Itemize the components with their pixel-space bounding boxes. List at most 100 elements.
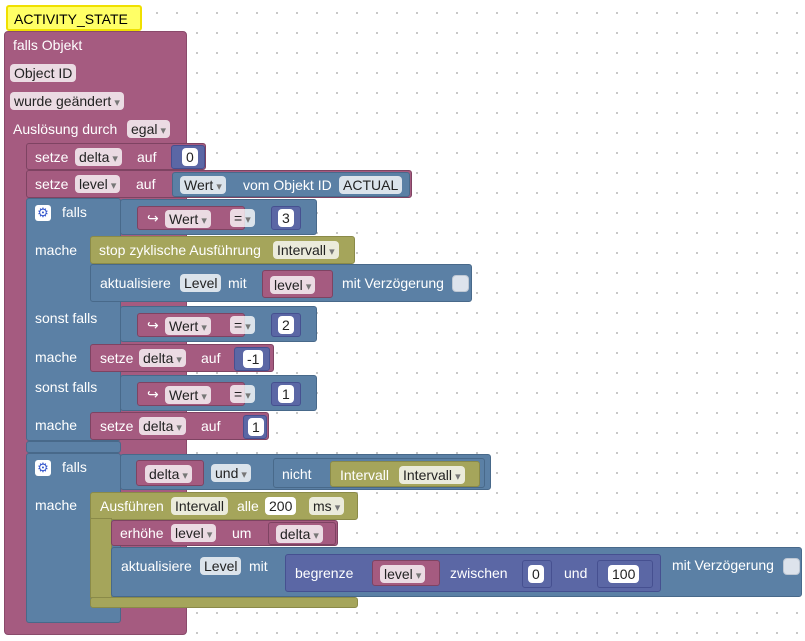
arrow-icon: ↪ <box>147 210 159 226</box>
if-block-1-bottom <box>26 441 121 453</box>
gear-icon[interactable]: ⚙ <box>35 460 51 476</box>
number-block[interactable]: 1 <box>243 415 267 439</box>
interval-value[interactable]: 200 <box>265 497 297 515</box>
falls-label: falls <box>62 459 87 475</box>
number-value[interactable]: 1 <box>278 385 294 403</box>
wert-dropdown[interactable]: Wert <box>165 386 211 404</box>
min-value[interactable]: 0 <box>528 565 544 583</box>
vom-objekt-label: vom Objekt ID <box>243 177 332 193</box>
number-value[interactable]: 0 <box>182 148 198 166</box>
mit-label: mit <box>249 558 268 574</box>
eq-dropdown[interactable]: = <box>230 209 255 227</box>
compare-block-1[interactable]: ↪ Wert = 3 <box>120 199 317 235</box>
interval-var-block[interactable]: Intervall Intervall <box>330 461 480 487</box>
number-block[interactable]: 1 <box>271 382 301 406</box>
arrow-icon: ↪ <box>147 386 159 402</box>
wert-block[interactable]: ↪ Wert <box>137 206 245 230</box>
setze-label: setze <box>100 418 134 434</box>
eq-dropdown[interactable]: = <box>230 316 255 334</box>
clamp-block[interactable]: begrenze level zwischen 0 und 100 <box>285 554 661 592</box>
set-delta-block-2[interactable]: setze delta auf -1 <box>90 344 274 372</box>
number-value[interactable]: -1 <box>243 350 264 368</box>
setze-label: setze <box>100 350 134 366</box>
compare-block-2[interactable]: ↪ Wert = 2 <box>120 306 317 342</box>
run-interval-block[interactable]: Ausführen Intervall alle 200 ms <box>90 492 358 520</box>
number-value[interactable]: 1 <box>248 418 264 436</box>
sonst-falls-label: sonst falls <box>35 310 98 326</box>
hat-text: ACTIVITY_STATE <box>14 11 128 27</box>
delta-var-block[interactable]: delta <box>136 460 204 486</box>
stop-interval-block[interactable]: stop zyklische Ausführung Intervall <box>90 236 355 264</box>
object-id-actual[interactable]: ACTUAL <box>339 176 403 194</box>
auf-label: auf <box>201 418 221 434</box>
wert-block[interactable]: ↪ Wert <box>137 313 245 337</box>
stop-label: stop zyklische Ausführung <box>99 242 261 258</box>
wert-dropdown[interactable]: Wert <box>165 210 211 228</box>
increment-block[interactable]: erhöhe level um delta <box>111 520 338 546</box>
falls-objekt-label: falls Objekt <box>13 37 83 53</box>
delta-dropdown[interactable]: delta <box>139 417 186 435</box>
number-value[interactable]: 3 <box>278 209 294 227</box>
um-label: um <box>232 525 252 541</box>
get-value-block[interactable]: Wert vom Objekt ID ACTUAL <box>172 172 410 197</box>
number-block[interactable]: -1 <box>234 347 270 371</box>
wert-block[interactable]: ↪ Wert <box>137 382 245 406</box>
setze-label: setze <box>35 149 69 165</box>
intervall-dropdown[interactable]: Intervall <box>399 466 465 484</box>
if-block-1[interactable]: ⚙ falls mache sonst falls mache sonst fa… <box>26 198 121 441</box>
run-label: Ausführen <box>100 498 164 514</box>
run-interval-left <box>90 518 112 598</box>
number-value[interactable]: 2 <box>278 316 294 334</box>
max-block[interactable]: 100 <box>597 560 653 588</box>
gear-icon[interactable]: ⚙ <box>35 205 51 221</box>
auf-label: auf <box>201 350 221 366</box>
number-block[interactable]: 2 <box>271 313 301 337</box>
number-block[interactable]: 3 <box>271 206 301 230</box>
var-delta-dropdown[interactable]: delta <box>75 148 122 166</box>
update-label: aktualisiere <box>100 275 171 291</box>
update-block-1[interactable]: aktualisiere Level mit level mit Verzöge… <box>90 264 472 302</box>
mache-label: mache <box>35 242 78 258</box>
number-block[interactable]: 0 <box>171 145 205 169</box>
stop-var-dropdown[interactable]: Intervall <box>273 241 339 259</box>
object-id-field[interactable]: Object ID <box>10 64 77 82</box>
update-label: aktualisiere <box>121 558 192 574</box>
delta-var-block[interactable]: delta <box>268 522 336 545</box>
prop-wert-dropdown[interactable]: Wert <box>180 176 226 194</box>
inc-var-dropdown[interactable]: level <box>171 524 217 542</box>
update-target-field[interactable]: Level <box>200 557 242 575</box>
level-var-block[interactable]: level <box>262 270 333 298</box>
unit-dropdown[interactable]: ms <box>309 497 345 515</box>
trigger-hat-label[interactable]: ACTIVITY_STATE <box>6 5 142 31</box>
und-dropdown[interactable]: und <box>211 464 251 482</box>
mache-label: mache <box>35 497 78 513</box>
delta-dropdown[interactable]: delta <box>145 465 192 483</box>
not-block[interactable]: nicht Intervall Intervall <box>273 458 485 488</box>
set-delta-block[interactable]: setze delta auf 0 <box>26 143 206 170</box>
eq-dropdown[interactable]: = <box>230 385 255 403</box>
zwischen-label: zwischen <box>450 565 508 581</box>
min-block[interactable]: 0 <box>522 560 552 588</box>
run-var-field[interactable]: Intervall <box>171 497 229 515</box>
wert-dropdown[interactable]: Wert <box>165 317 211 335</box>
delay-checkbox[interactable] <box>452 275 469 292</box>
compare-block-3[interactable]: ↪ Wert = 1 <box>120 375 317 411</box>
delta-dropdown[interactable]: delta <box>139 349 186 367</box>
delay-checkbox[interactable] <box>783 558 800 575</box>
level-dropdown[interactable]: level <box>380 565 426 583</box>
update-target-field[interactable]: Level <box>180 274 222 292</box>
delay-label: mit Verzögerung <box>342 275 444 291</box>
change-type-dropdown[interactable]: wurde geändert <box>10 92 124 110</box>
max-value[interactable]: 100 <box>608 565 640 583</box>
set-level-block[interactable]: setze level auf Wert vom Objekt ID ACTUA… <box>26 170 412 198</box>
trigger-source-dropdown[interactable]: egal <box>127 120 171 138</box>
var-level-dropdown[interactable]: level <box>75 175 121 193</box>
level-var-block[interactable]: level <box>372 560 440 586</box>
level-dropdown[interactable]: level <box>270 276 316 294</box>
mache-label: mache <box>35 349 78 365</box>
delta-dropdown[interactable]: delta <box>276 525 323 543</box>
and-block[interactable]: delta und nicht Intervall Intervall <box>120 454 491 490</box>
set-delta-block-3[interactable]: setze delta auf 1 <box>90 412 269 440</box>
update-block-2[interactable]: aktualisiere Level mit begrenze level zw… <box>111 547 802 597</box>
inc-label: erhöhe <box>120 525 164 541</box>
